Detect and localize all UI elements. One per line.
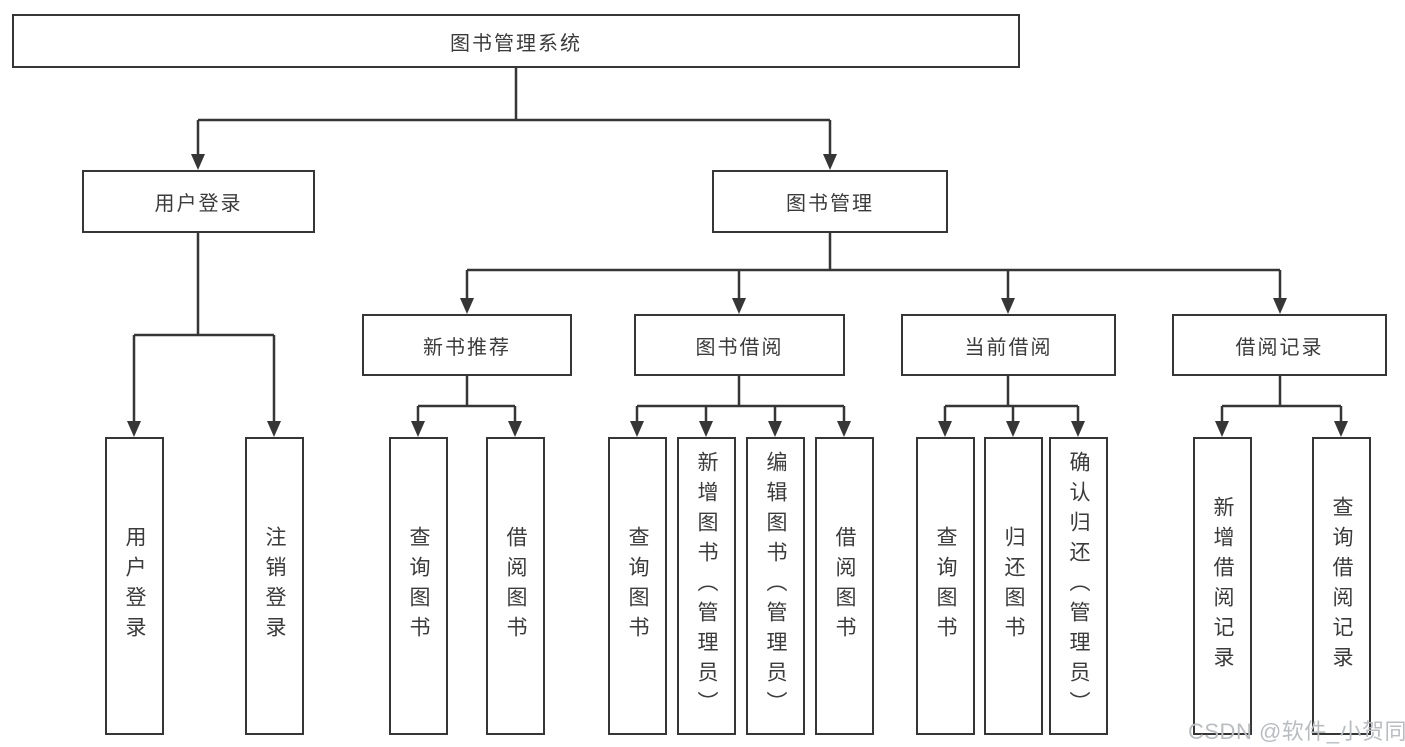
leaf-query-borrow-record: 查询借阅记录 (1312, 437, 1371, 735)
arrow-down-icon (267, 421, 281, 437)
leaf-borrow-books-recommend: 借阅图书 (486, 437, 545, 735)
arrow-down-icon (699, 421, 713, 437)
arrow-down-icon (938, 421, 952, 437)
node-borrowing-records: 借阅记录 (1172, 314, 1387, 376)
leaf-query-books-borrowing-label: 查询图书 (626, 526, 649, 646)
arrow-down-icon (1071, 421, 1085, 437)
leaf-add-borrow-record: 新增借阅记录 (1193, 437, 1252, 735)
leaf-borrow-books-recommend-label: 借阅图书 (504, 526, 527, 646)
leaf-query-books-recommend-label: 查询图书 (407, 526, 430, 646)
arrow-down-icon (127, 421, 141, 437)
node-new-book-recommend: 新书推荐 (362, 314, 572, 376)
leaf-confirm-return-admin: 确认归还（管理员） (1049, 437, 1108, 735)
leaf-borrow-books-label: 借阅图书 (833, 526, 856, 646)
node-current-borrowing-label: 当前借阅 (964, 336, 1053, 359)
node-user-login: 用户登录 (82, 170, 315, 233)
arrow-down-icon (1006, 421, 1020, 437)
node-root-label: 图书管理系统 (450, 32, 582, 55)
arrow-down-icon (1001, 298, 1015, 314)
leaf-query-books-current-label: 查询图书 (934, 526, 957, 646)
leaf-query-borrow-record-label: 查询借阅记录 (1330, 496, 1353, 676)
node-book-management: 图书管理 (712, 170, 948, 233)
node-book-borrowing-label: 图书借阅 (695, 336, 784, 359)
leaf-user-login-label: 用户登录 (123, 526, 146, 646)
arrow-down-icon (508, 421, 522, 437)
arrow-down-icon (732, 298, 746, 314)
leaf-edit-books-admin: 编辑图书（管理员） (746, 437, 805, 735)
node-book-management-label: 图书管理 (786, 193, 874, 215)
leaf-return-books-label: 归还图书 (1002, 526, 1025, 646)
node-current-borrowing: 当前借阅 (901, 314, 1116, 376)
leaf-add-books-admin: 新增图书（管理员） (677, 437, 736, 735)
node-root: 图书管理系统 (12, 14, 1020, 68)
arrow-down-icon (460, 298, 474, 314)
node-user-login-label: 用户登录 (154, 193, 243, 215)
arrow-down-icon (630, 421, 644, 437)
leaf-edit-books-admin-label: 编辑图书（管理员） (764, 451, 787, 721)
arrow-down-icon (1334, 421, 1348, 437)
arrow-down-icon (768, 421, 782, 437)
leaf-borrow-books: 借阅图书 (815, 437, 874, 735)
node-book-borrowing: 图书借阅 (634, 314, 845, 376)
arrow-down-icon (1273, 298, 1287, 314)
watermark: CSDN @软件_小贺同学 (1188, 719, 1405, 744)
leaf-query-books-recommend: 查询图书 (389, 437, 448, 735)
leaf-logout: 注销登录 (245, 437, 304, 735)
leaf-add-borrow-record-label: 新增借阅记录 (1211, 496, 1234, 676)
arrow-down-icon (837, 421, 851, 437)
node-new-book-recommend-label: 新书推荐 (423, 336, 511, 359)
leaf-confirm-return-admin-label: 确认归还（管理员） (1067, 451, 1090, 721)
leaf-return-books: 归还图书 (984, 437, 1043, 735)
node-borrowing-records-label: 借阅记录 (1235, 336, 1324, 359)
leaf-query-books-current: 查询图书 (916, 437, 975, 735)
arrow-down-icon (411, 421, 425, 437)
arrow-down-icon (191, 154, 205, 170)
leaf-logout-label: 注销登录 (263, 526, 286, 646)
arrow-down-icon (1215, 421, 1229, 437)
leaf-query-books-borrowing: 查询图书 (608, 437, 667, 735)
leaf-user-login: 用户登录 (105, 437, 164, 735)
arrow-down-icon (823, 154, 837, 170)
leaf-add-books-admin-label: 新增图书（管理员） (695, 451, 718, 721)
